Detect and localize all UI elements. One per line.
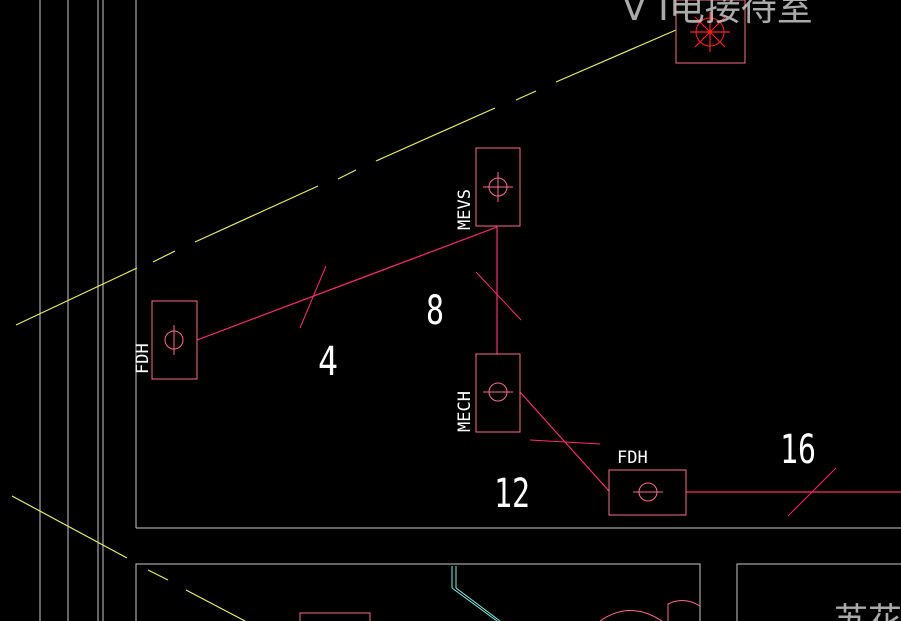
yellow-dashed-line [15, 29, 677, 326]
tick-marks [299, 265, 837, 517]
label-fdh-right: FDH [617, 448, 648, 468]
device-fdh-left[interactable] [151, 300, 198, 380]
cable-count-12: 12 [494, 471, 530, 517]
yellow-dashed-line-lower [11, 495, 246, 621]
device-mech[interactable] [475, 353, 521, 433]
room-label-top: V I电接待室 [622, 0, 813, 29]
device-mevs[interactable] [475, 147, 521, 227]
partial-circle [599, 610, 663, 621]
label-mech: MECH [455, 391, 475, 432]
cyan-fixture [451, 566, 501, 621]
room-label-bottom-right: 苏花 [834, 601, 901, 621]
label-fdh-left: FDH [133, 343, 153, 374]
wall-lines [39, 0, 901, 621]
partial-device-box [299, 612, 371, 621]
partial-arc [667, 600, 701, 621]
device-star-box[interactable] [675, 0, 746, 64]
device-fdh-right[interactable] [608, 469, 687, 516]
label-mevs: MEVS [455, 189, 475, 230]
cable-count-16: 16 [780, 427, 816, 473]
cable-count-8: 8 [426, 288, 444, 334]
cable-count-4: 4 [318, 339, 338, 385]
